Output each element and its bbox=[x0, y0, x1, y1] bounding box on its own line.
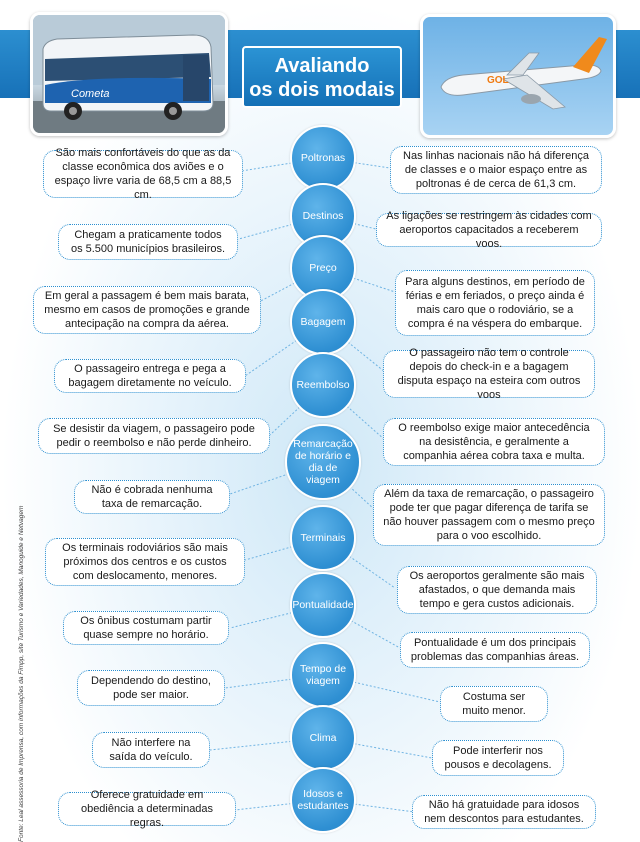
bus-note-reembolso: Se desistir da viagem, o passageiro pode… bbox=[38, 418, 270, 454]
plane-note-pontualidade: Pontualidade é um dos principais problem… bbox=[400, 632, 590, 668]
plane-note-remarcacao: Além da taxa de remarcação, o passageiro… bbox=[373, 484, 605, 546]
plane-illustration: GOL bbox=[440, 37, 607, 110]
bus-illustration: Cometa bbox=[33, 15, 225, 133]
node-bagagem: Bagagem bbox=[290, 289, 356, 355]
source-credit: Fonte: Leal assessoria de Imprensa, com … bbox=[18, 505, 25, 842]
plane-note-tempo-de-viagem: Costuma ser muito menor. bbox=[440, 686, 548, 722]
bus-photo: Cometa bbox=[30, 12, 228, 136]
node-pontualidade: Pontualidade bbox=[290, 572, 356, 638]
node-poltronas: Poltronas bbox=[290, 125, 356, 191]
plane-note-destinos: As ligações se restringem às cidades com… bbox=[376, 210, 602, 250]
bus-note-destinos: Chegam a praticamente todos os 5.500 mun… bbox=[58, 224, 238, 260]
node-terminais: Terminais bbox=[290, 505, 356, 571]
bus-note-terminais: Os terminais rodoviários são mais próxim… bbox=[45, 538, 245, 586]
node-idosos-e-estudantes: Idosos e estudantes bbox=[290, 767, 356, 833]
plane-note-clima: Pode interferir nos pousos e decolagens. bbox=[432, 740, 564, 776]
title-line-1: Avaliando bbox=[274, 55, 370, 77]
bus-note-tempo-de-viagem: Dependendo do destino, pode ser maior. bbox=[77, 670, 225, 706]
bus-note-idosos: Oferece gratuidade em obediência a deter… bbox=[58, 789, 236, 829]
bus-brand: Cometa bbox=[71, 88, 110, 100]
node-remarcacao: Remarcação de horário e dia de viagem bbox=[285, 424, 361, 500]
bus-note-bagagem: O passageiro entrega e pega a bagagem di… bbox=[54, 359, 246, 393]
bus-note-clima: Não interfere na saída do veículo. bbox=[92, 732, 210, 768]
plane-note-bagagem: O passageiro não tem o controle depois d… bbox=[383, 347, 595, 401]
plane-note-terminais: Os aeroportos geralmente são mais afasta… bbox=[397, 566, 597, 614]
title-line-2: os dois modais bbox=[249, 79, 395, 101]
bus-note-remarcacao: Não é cobrada nenhuma taxa de remarcação… bbox=[74, 480, 230, 514]
plane-note-preco: Para alguns destinos, em período de féri… bbox=[395, 270, 595, 336]
node-clima: Clima bbox=[290, 705, 356, 771]
page-title: Avaliando os dois modais bbox=[242, 46, 402, 108]
bus-note-pontualidade: Os ônibus costumam partir quase sempre n… bbox=[63, 611, 229, 645]
plane-brand: GOL bbox=[487, 75, 509, 86]
node-tempo-de-viagem: Tempo de viagem bbox=[290, 642, 356, 708]
plane-note-idosos: Não há gratuidade para idosos nem descon… bbox=[412, 795, 596, 829]
bus-note-preco: Em geral a passagem é bem mais barata, m… bbox=[33, 286, 261, 334]
node-reembolso: Reembolso bbox=[290, 352, 356, 418]
plane-photo: GOL bbox=[420, 14, 616, 138]
bus-note-poltronas: São mais confortáveis do que as da class… bbox=[43, 147, 243, 201]
plane-note-reembolso: O reembolso exige maior antecedência na … bbox=[383, 418, 605, 466]
plane-note-poltronas: Nas linhas nacionais não há diferença de… bbox=[390, 146, 602, 194]
